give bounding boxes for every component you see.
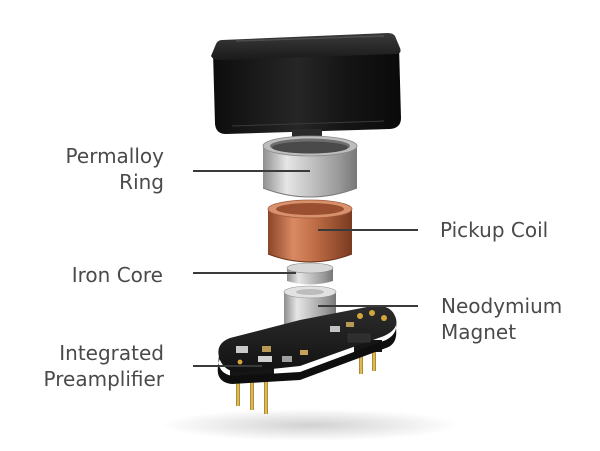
label-preamp-line2: Preamplifier: [43, 367, 164, 391]
label-neodymium-magnet: Neodymium Magnet: [441, 293, 562, 345]
label-pickup-line1: Pickup Coil: [440, 218, 549, 242]
label-neo-line2: Magnet: [441, 320, 517, 344]
preamp-pcb: [217, 305, 397, 414]
ground-shadow: [160, 409, 460, 441]
label-permalloy-ring: Permalloy Ring: [66, 143, 164, 195]
label-integrated-preamplifier: Integrated Preamplifier: [44, 340, 164, 392]
label-permalloy-line1: Permalloy: [65, 144, 164, 168]
label-preamp-line1: Integrated: [59, 341, 164, 365]
label-iron-core-line1: Iron Core: [71, 263, 163, 287]
label-pickup-coil: Pickup Coil: [440, 217, 548, 243]
label-permalloy-line2: Ring: [119, 170, 164, 194]
leader-lines: [193, 170, 418, 367]
iron-core: [286, 262, 334, 285]
permalloy-ring: [262, 135, 358, 198]
label-neo-line1: Neodymium: [441, 294, 563, 318]
label-iron-core: Iron Core: [72, 262, 163, 288]
pickup-coil: [267, 199, 353, 263]
pcb-components: [236, 310, 387, 365]
black-cap: [211, 33, 401, 139]
